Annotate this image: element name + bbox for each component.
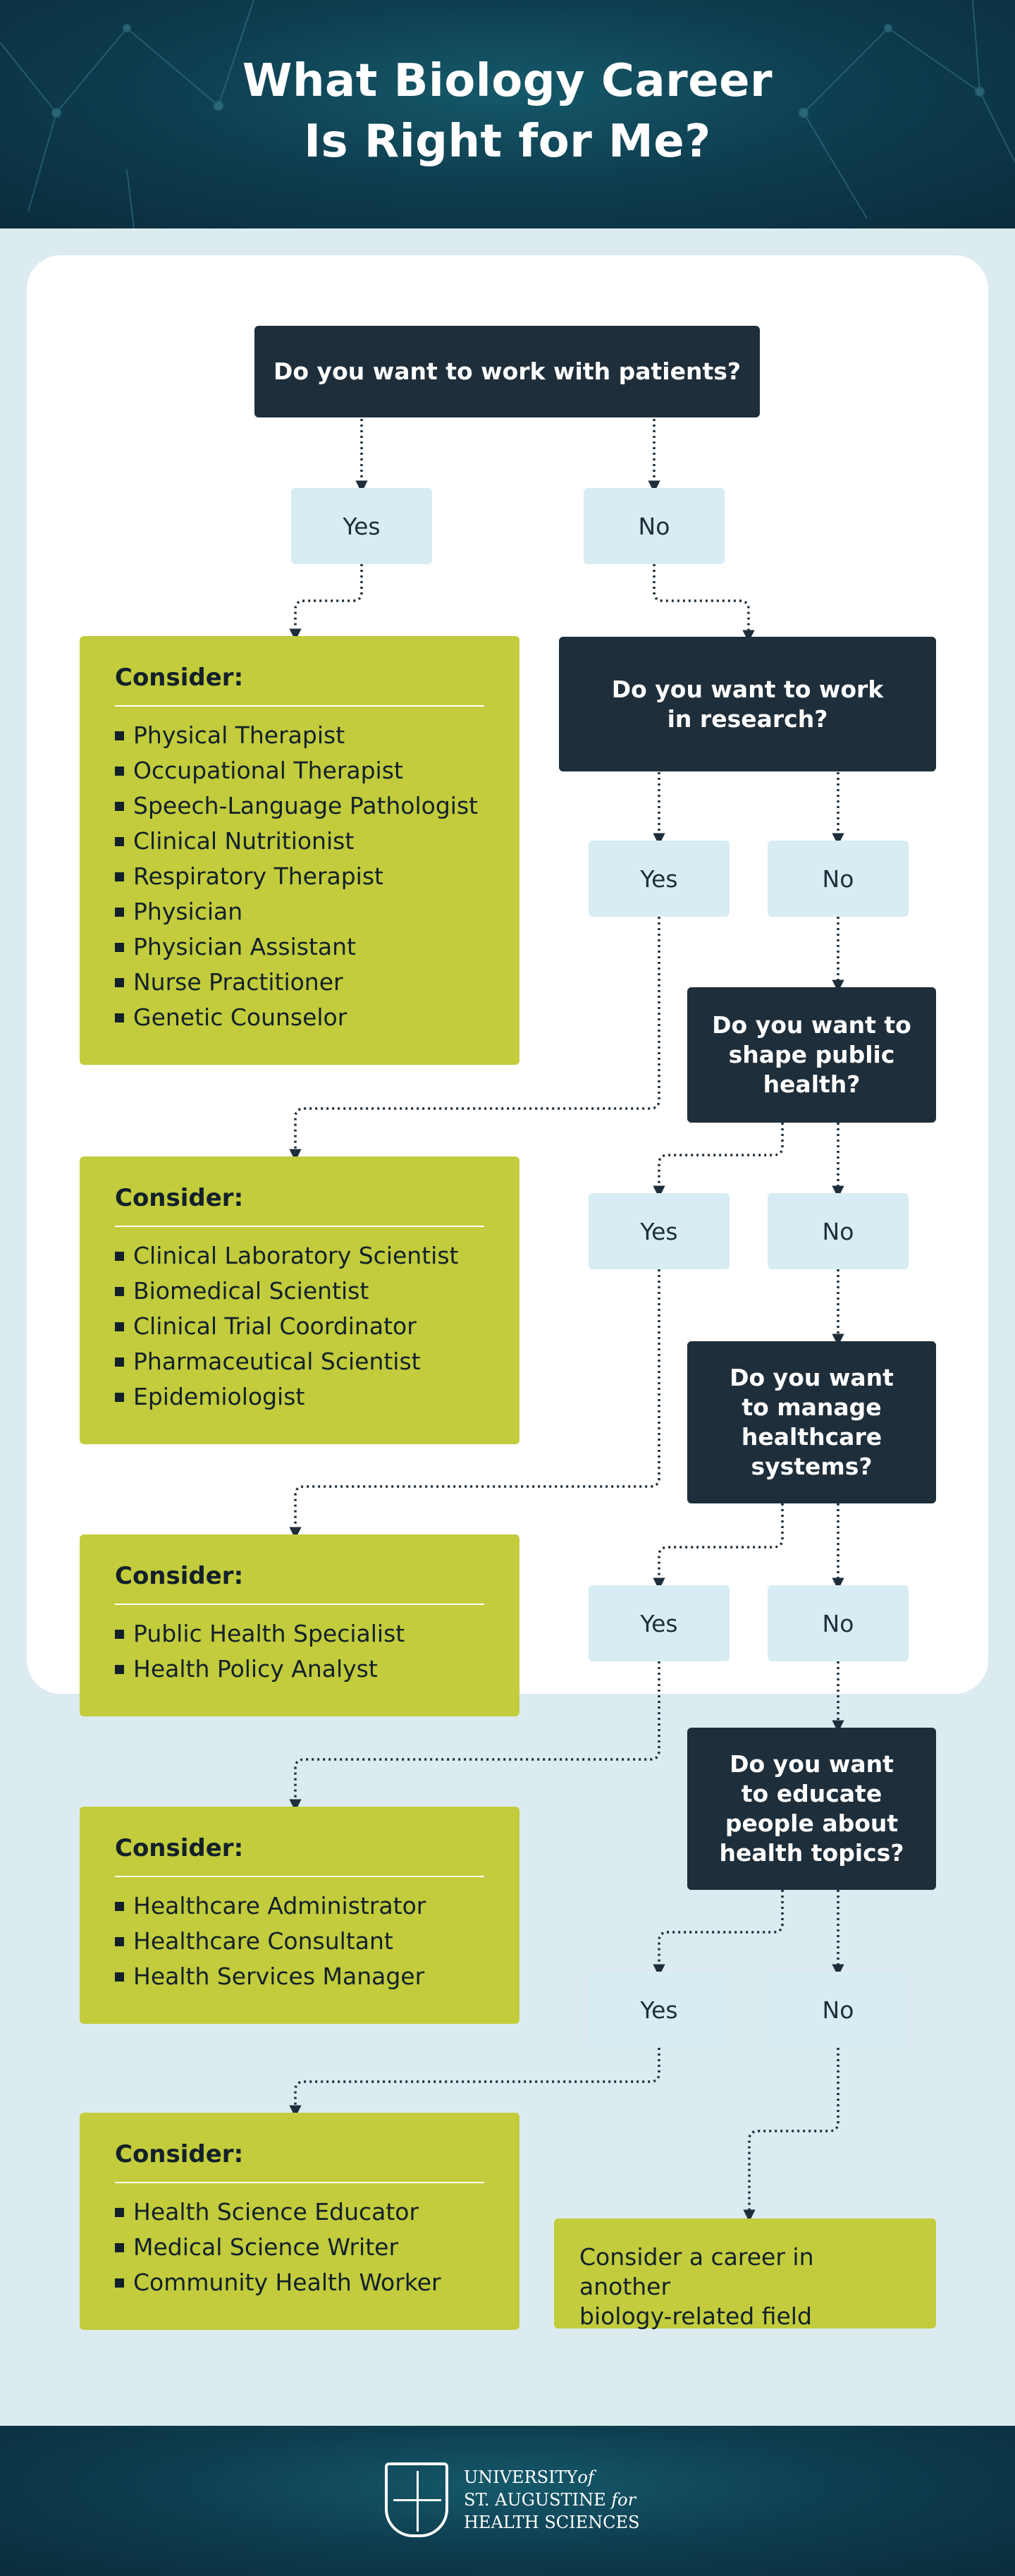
career-item: Clinical Trial Coordinator <box>115 1309 484 1344</box>
career-list: Health Science Educator Medical Science … <box>115 2195 484 2300</box>
question-text-line: systems? <box>751 1453 873 1480</box>
career-list: Healthcare Administrator Healthcare Cons… <box>115 1888 484 1994</box>
question-text-line: Do you want <box>730 1364 894 1391</box>
question-text-line: to manage <box>742 1393 882 1421</box>
network-pattern-decoration <box>0 0 1015 228</box>
consider-box-healthcare-management-careers: Consider: Healthcare Administrator Healt… <box>80 1807 519 2024</box>
divider <box>115 1226 484 1227</box>
career-item: Occupational Therapist <box>115 753 484 788</box>
question-work-with-patients: Do you want to work with patients? <box>254 326 760 417</box>
career-item: Nurse Practitioner <box>115 965 484 1000</box>
career-item: Clinical Laboratory Scientist <box>115 1238 484 1274</box>
consider-box-research-careers: Consider: Clinical Laboratory Scientist … <box>80 1156 519 1444</box>
consider-heading: Consider: <box>115 664 244 692</box>
career-list: Clinical Laboratory Scientist Biomedical… <box>115 1238 484 1415</box>
consider-box-education-careers: Consider: Health Science Educator Medica… <box>80 2113 519 2330</box>
question-text-line: healthcare <box>741 1423 882 1451</box>
divider <box>115 1876 484 1877</box>
career-item: Physician <box>115 894 484 929</box>
answer-yes-healthcare-systems: Yes <box>589 1585 730 1661</box>
logo-line-2-suffix: for <box>611 2490 636 2510</box>
header-banner: What Biology Career Is Right for Me? <box>0 0 1015 228</box>
career-item: Physician Assistant <box>115 929 484 965</box>
consider-box-patient-careers: Consider: Physical Therapist Occupationa… <box>80 636 519 1065</box>
final-suggestion-box: Consider a career in another biology-rel… <box>554 2218 936 2330</box>
career-item: Pharmaceutical Scientist <box>115 1344 484 1379</box>
question-text-line: to educate <box>741 1780 882 1807</box>
career-item: Speech-Language Pathologist <box>115 788 484 824</box>
career-item: Healthcare Consultant <box>115 1924 484 1959</box>
answer-no-educate: No <box>768 1972 909 2048</box>
divider <box>115 2182 484 2183</box>
footer-banner: UNIVERSITYof ST. AUGUSTINE for HEALTH SC… <box>0 2426 1015 2576</box>
logo-line-1: UNIVERSITY <box>464 2467 578 2487</box>
career-item: Biomedical Scientist <box>115 1274 484 1309</box>
connector-yes5-consider5 <box>289 2048 660 2118</box>
question-text-line: health? <box>763 1070 861 1098</box>
question-text-line: Do you want to <box>712 1011 911 1039</box>
university-logo: UNIVERSITYof ST. AUGUSTINE for HEALTH SC… <box>385 2462 639 2537</box>
question-text-line: Do you want <box>730 1750 894 1778</box>
connector-q5-yes <box>653 1890 784 1977</box>
shield-icon <box>385 2462 448 2537</box>
answer-yes-patients: Yes <box>291 488 432 564</box>
career-item: Healthcare Administrator <box>115 1888 484 1924</box>
career-item: Genetic Counselor <box>115 1000 484 1035</box>
answer-yes-public-health: Yes <box>589 1193 730 1269</box>
career-item: Community Health Worker <box>115 2265 484 2300</box>
question-text-line: shape public <box>728 1041 895 1068</box>
final-text-line: Consider a career in another <box>579 2243 814 2300</box>
divider <box>115 1604 484 1605</box>
logo-line-3: HEALTH SCIENCES <box>464 2513 640 2532</box>
answer-no-research: No <box>768 841 909 917</box>
title-line-2: Is Right for Me? <box>304 116 711 168</box>
answer-yes-educate: Yes <box>589 1972 730 2048</box>
consider-heading: Consider: <box>115 1184 244 1212</box>
career-list: Public Health Specialist Health Policy A… <box>115 1616 484 1687</box>
consider-heading: Consider: <box>115 1562 244 1590</box>
consider-heading: Consider: <box>115 2140 244 2168</box>
question-text-line: in research? <box>667 704 828 733</box>
final-text-line: biology-related field <box>579 2302 812 2330</box>
answer-no-public-health: No <box>768 1193 909 1269</box>
career-item: Public Health Specialist <box>115 1616 484 1652</box>
career-item: Health Services Manager <box>115 1959 484 1994</box>
university-name: UNIVERSITYof ST. AUGUSTINE for HEALTH SC… <box>464 2466 639 2534</box>
answer-no-healthcare-systems: No <box>768 1585 909 1661</box>
question-text-line: Do you want to work <box>611 675 884 703</box>
question-manage-healthcare-systems: Do you want to manage healthcare systems… <box>687 1341 936 1503</box>
career-item: Physical Therapist <box>115 718 484 753</box>
page-title: What Biology Career Is Right for Me? <box>0 51 1015 172</box>
career-item: Medical Science Writer <box>115 2230 484 2265</box>
career-item: Respiratory Therapist <box>115 859 484 894</box>
consider-box-public-health-careers: Consider: Public Health Specialist Healt… <box>80 1534 519 1716</box>
answer-yes-research: Yes <box>589 841 730 917</box>
divider <box>115 705 484 707</box>
career-item: Health Science Educator <box>115 2195 484 2230</box>
question-text-line: people about <box>725 1809 899 1837</box>
question-text: Do you want to work with patients? <box>273 358 741 385</box>
answer-no-patients: No <box>584 488 725 564</box>
logo-line-2: ST. AUGUSTINE <box>464 2490 606 2510</box>
logo-line-1-suffix: of <box>577 2467 594 2487</box>
question-shape-public-health: Do you want to shape public health? <box>687 987 936 1123</box>
career-list: Physical Therapist Occupational Therapis… <box>115 718 484 1035</box>
career-item: Clinical Nutritionist <box>115 824 484 859</box>
question-work-in-research: Do you want to work in research? <box>559 637 936 771</box>
title-line-1: What Biology Career <box>242 55 773 107</box>
consider-heading: Consider: <box>115 1834 244 1862</box>
connector-no5-final <box>743 2048 839 2222</box>
question-educate-about-health: Do you want to educate people about heal… <box>687 1728 936 1890</box>
career-item: Health Policy Analyst <box>115 1652 484 1687</box>
career-item: Epidemiologist <box>115 1379 484 1415</box>
question-text-line: health topics? <box>719 1839 904 1867</box>
